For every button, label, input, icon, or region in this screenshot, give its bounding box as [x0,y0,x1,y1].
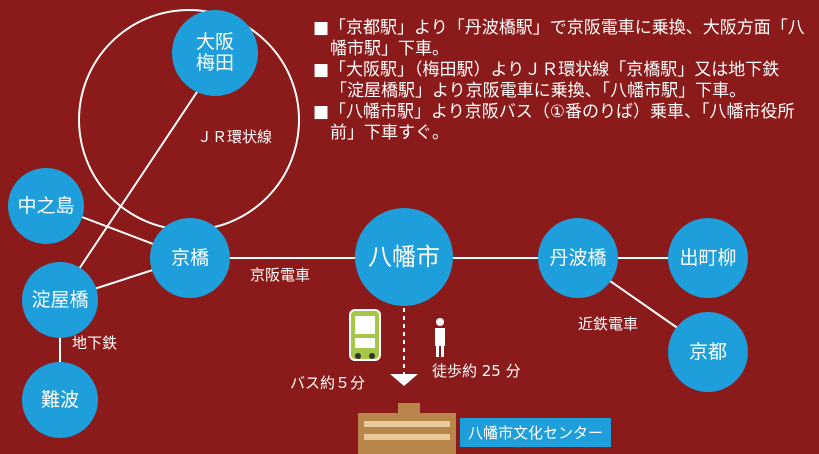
station-namba[interactable]: 難波 [22,362,98,438]
pedestrian-icon [435,318,445,357]
label-bus-time: バス約５分 [290,374,366,392]
station-nakanoshima[interactable]: 中之島 [8,168,84,244]
station-kyoto[interactable]: 京都 [668,312,748,392]
note-bus: ■「八幡市駅」より京阪バス（①番のりば）乗車、「八幡市役所前」下車すぐ。 [313,102,795,143]
arrow-down-icon [390,374,418,386]
station-yodoyabashi[interactable]: 淀屋橋 [22,262,98,338]
label-jr-loop: ＪＲ環状線 [197,128,273,146]
station-yawatashi[interactable]: 八幡市 [355,208,453,306]
station-demachiyanagi[interactable]: 出町柳 [668,218,748,298]
note-osaka: ■「大阪駅」（梅田駅）よりＪＲ環状線「京橋駅」又は地下鉄「淀屋橋駅」より京阪電車… [313,60,780,101]
bus-icon [349,309,381,361]
label-keihan: 京阪電車 [250,266,311,284]
subway-line-umeda-yodoyabashi [64,64,216,291]
label-kintetsu: 近鉄電車 [578,315,639,333]
access-notes: ■「京都駅」より「丹波橋駅」で京阪電車に乗換、大阪方面「八幡市駅」下車。 ■「大… [313,18,813,144]
note-kyoto: ■「京都駅」より「丹波橋駅」で京阪電車に乗換、大阪方面「八幡市駅」下車。 [313,18,805,59]
building-icon [358,403,456,454]
destination-label[interactable]: 八幡市文化センター [460,418,612,447]
label-walk-time: 徒歩約 25 分 [432,362,521,380]
label-subway: 地下鉄 [72,334,118,352]
station-osaka-umeda[interactable]: 大阪 梅田 [172,10,258,96]
station-tambabashi[interactable]: 丹波橋 [538,218,618,298]
station-kyobashi[interactable]: 京橋 [150,218,230,298]
